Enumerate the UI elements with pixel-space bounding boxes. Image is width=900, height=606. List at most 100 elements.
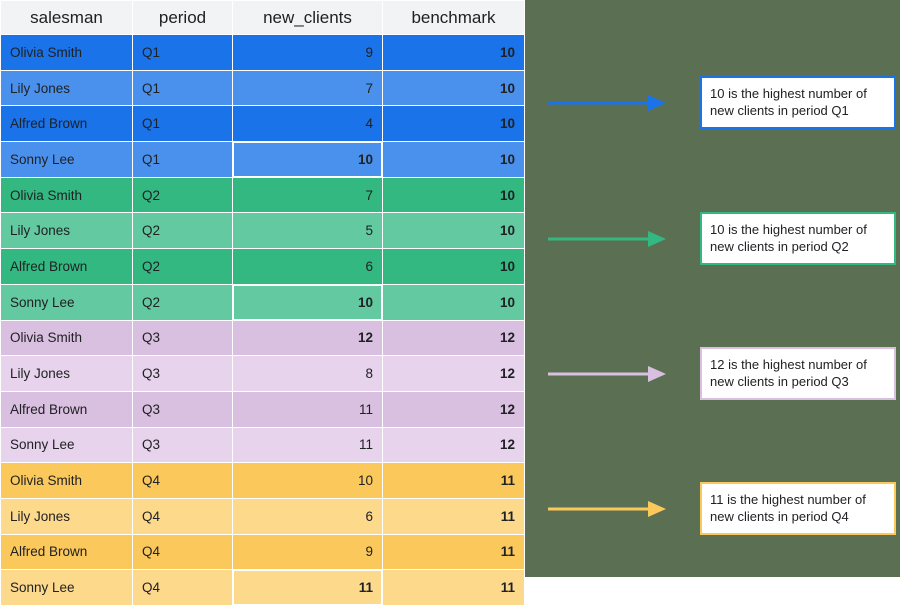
- cell-benchmark: 11: [382, 462, 525, 499]
- cell-new-clients: 9: [232, 533, 383, 571]
- callout-q3: 12 is the highest number of new clients …: [700, 347, 896, 401]
- arrow-q2-icon: [548, 231, 666, 247]
- column-header-salesman: salesman: [0, 0, 133, 35]
- data-table-wrapper: salesman period new_clients benchmark Ol…: [0, 0, 525, 606]
- cell-salesman: Sonny Lee: [0, 283, 133, 321]
- cell-salesman: Sonny Lee: [0, 141, 133, 178]
- cell-salesman: Olivia Smith: [0, 319, 133, 357]
- cell-new-clients: 10: [232, 462, 383, 499]
- cell-new-clients: 7: [232, 69, 383, 107]
- cell-salesman: Olivia Smith: [0, 176, 133, 214]
- callout-q4: 11 is the highest number of new clients …: [700, 482, 896, 536]
- column-header-benchmark: benchmark: [382, 0, 525, 35]
- cell-salesman: Lily Jones: [0, 497, 133, 535]
- cell-benchmark: 10: [382, 141, 525, 178]
- cell-period: Q4: [132, 533, 233, 571]
- cell-benchmark: 10: [382, 176, 525, 214]
- cell-new-clients: 8: [232, 355, 383, 392]
- cell-new-clients: 5: [232, 212, 383, 250]
- cell-new-clients: 12: [232, 319, 383, 357]
- cell-period: Q1: [132, 34, 233, 71]
- cell-new-clients-highlighted: 10: [232, 141, 383, 178]
- cell-period: Q4: [132, 569, 233, 606]
- cell-salesman: Lily Jones: [0, 355, 133, 392]
- cell-salesman: Alfred Brown: [0, 248, 133, 285]
- table-header-row: salesman period new_clients benchmark: [0, 0, 525, 35]
- cell-period: Q1: [132, 141, 233, 178]
- cell-period: Q3: [132, 390, 233, 428]
- cell-benchmark: 12: [382, 355, 525, 392]
- cell-salesman: Lily Jones: [0, 212, 133, 250]
- cell-salesman: Sonny Lee: [0, 426, 133, 464]
- arrow-q4-icon: [548, 501, 666, 517]
- cell-period: Q4: [132, 462, 233, 499]
- cell-new-clients-highlighted: 11: [232, 569, 383, 606]
- cell-period: Q2: [132, 283, 233, 321]
- cell-salesman: Alfred Brown: [0, 390, 133, 428]
- cell-period: Q3: [132, 355, 233, 392]
- arrow-q1-icon: [548, 95, 666, 111]
- cell-benchmark: 11: [382, 497, 525, 535]
- cell-salesman: Lily Jones: [0, 69, 133, 107]
- cell-benchmark: 11: [382, 569, 525, 606]
- cell-new-clients: 11: [232, 390, 383, 428]
- cell-period: Q4: [132, 497, 233, 535]
- callout-q1: 10 is the highest number of new clients …: [700, 76, 896, 130]
- cell-salesman: Sonny Lee: [0, 569, 133, 606]
- cell-new-clients: 11: [232, 426, 383, 464]
- callout-q3-text: 12 is the highest number of new clients …: [710, 357, 867, 390]
- cell-period: Q2: [132, 176, 233, 214]
- cell-period: Q1: [132, 105, 233, 143]
- cell-salesman: Olivia Smith: [0, 34, 133, 71]
- arrow-q3-icon: [548, 366, 666, 382]
- cell-period: Q2: [132, 212, 233, 250]
- cell-benchmark: 10: [382, 69, 525, 107]
- callout-q4-text: 11 is the highest number of new clients …: [710, 492, 866, 525]
- column-header-period: period: [132, 0, 233, 35]
- cell-new-clients: 6: [232, 497, 383, 535]
- cell-benchmark: 11: [382, 533, 525, 571]
- cell-salesman: Alfred Brown: [0, 105, 133, 143]
- data-table: salesman period new_clients benchmark Ol…: [0, 0, 525, 606]
- cell-benchmark: 10: [382, 34, 525, 71]
- cell-new-clients: 6: [232, 248, 383, 285]
- cell-benchmark: 12: [382, 390, 525, 428]
- cell-benchmark: 10: [382, 105, 525, 143]
- cell-period: Q3: [132, 426, 233, 464]
- cell-salesman: Alfred Brown: [0, 533, 133, 571]
- callout-q2-text: 10 is the highest number of new clients …: [710, 222, 867, 255]
- cell-period: Q2: [132, 248, 233, 285]
- cell-period: Q1: [132, 69, 233, 107]
- cell-period: Q3: [132, 319, 233, 357]
- column-header-new-clients: new_clients: [232, 0, 383, 35]
- cell-new-clients: 7: [232, 176, 383, 214]
- cell-benchmark: 10: [382, 248, 525, 285]
- cell-salesman: Olivia Smith: [0, 462, 133, 499]
- callout-q2: 10 is the highest number of new clients …: [700, 212, 896, 266]
- cell-new-clients-highlighted: 10: [232, 283, 383, 321]
- cell-benchmark: 12: [382, 426, 525, 464]
- cell-benchmark: 10: [382, 283, 525, 321]
- cell-benchmark: 12: [382, 319, 525, 357]
- cell-benchmark: 10: [382, 212, 525, 250]
- cell-new-clients: 9: [232, 34, 383, 71]
- cell-new-clients: 4: [232, 105, 383, 143]
